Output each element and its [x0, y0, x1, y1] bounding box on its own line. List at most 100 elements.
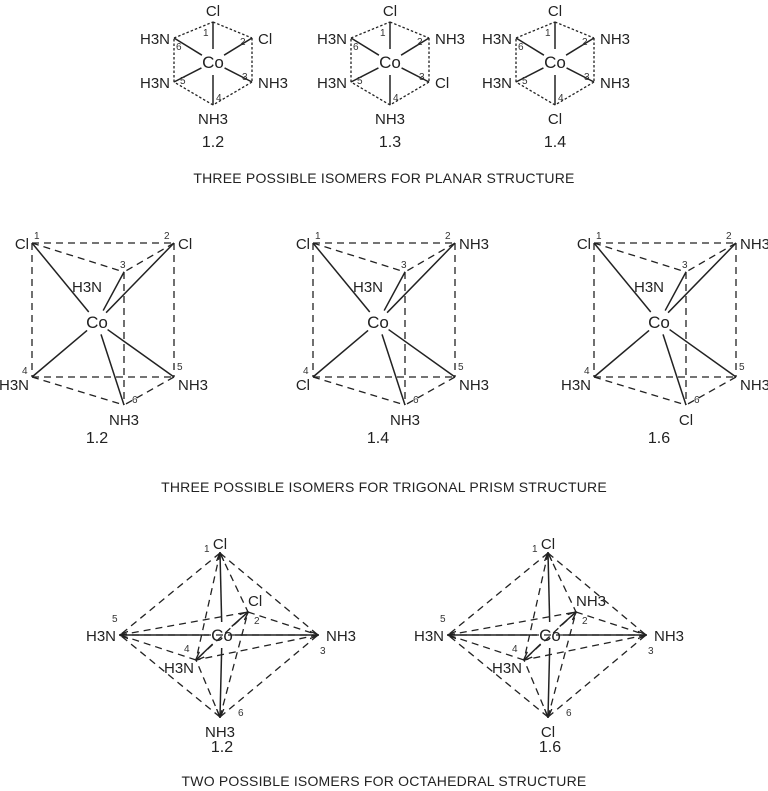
edge-dashed: [575, 611, 647, 636]
isomer-caption: 1.3: [379, 134, 401, 151]
ligand-label-6: NH3: [109, 412, 139, 429]
bond: [173, 37, 203, 56]
ligand-label-2: NH3: [600, 31, 630, 48]
position-number: 1: [203, 28, 209, 39]
position-number: 5: [112, 614, 118, 625]
ligand-label-4: H3N: [561, 377, 591, 394]
position-number: 2: [240, 37, 246, 48]
bond: [224, 67, 253, 83]
ligand-label-3: NH3: [326, 628, 356, 645]
position-number: 1: [204, 544, 210, 555]
ligand-label-5: H3N: [414, 628, 444, 645]
ligand-label-2: Cl: [178, 236, 192, 253]
edge-dashed: [523, 634, 647, 661]
isomer-caption: 1.6: [648, 430, 670, 447]
edge-dashed: [404, 376, 456, 406]
ligand-label-1: Cl: [15, 236, 29, 253]
position-number: 2: [254, 616, 260, 627]
bond: [548, 647, 550, 717]
position-number: 2: [417, 37, 423, 48]
edge-dashed: [404, 242, 456, 273]
edge-dashed: [547, 611, 577, 718]
edge-dotted: [212, 21, 253, 39]
edge-dashed: [119, 552, 221, 636]
position-number: 5: [180, 76, 186, 87]
bond: [107, 328, 175, 378]
edge-dashed: [219, 552, 319, 636]
edge-dashed: [685, 376, 737, 406]
edge-dashed: [31, 376, 125, 406]
edge-dashed: [447, 634, 525, 661]
isomer-caption: 1.6: [539, 739, 561, 756]
bond: [664, 271, 687, 311]
edge-dotted: [554, 81, 595, 106]
ligand-label-5: H3N: [86, 628, 116, 645]
edge-dashed: [547, 552, 577, 613]
bond: [593, 329, 650, 378]
position-number: 3: [682, 260, 688, 271]
ligand-label-2: Cl: [258, 31, 272, 48]
bond: [524, 643, 542, 660]
bond: [102, 271, 125, 311]
edge-dotted: [515, 81, 556, 106]
bond: [350, 37, 380, 56]
position-number: 2: [582, 616, 588, 627]
ligand-label-4: H3N: [492, 660, 522, 677]
edge-dashed: [219, 611, 249, 718]
position-number: 5: [739, 362, 745, 373]
position-number: 1: [380, 28, 386, 39]
edge-dashed: [195, 659, 221, 718]
ligand-label-4: NH3: [198, 111, 228, 128]
isomer-caption: 1.2: [86, 430, 108, 447]
edge-dashed: [447, 552, 549, 636]
bond: [383, 271, 406, 311]
position-number: 5: [177, 362, 183, 373]
position-number: 6: [694, 395, 700, 406]
bond: [400, 37, 430, 56]
edge-dotted: [173, 81, 214, 106]
edge-dashed: [593, 242, 687, 273]
cobalt-center-label: Co: [539, 626, 561, 645]
cobalt-center-label: Co: [86, 313, 108, 332]
isomer-caption: 1.4: [544, 134, 566, 151]
position-number: 3: [648, 646, 654, 657]
isomer-caption: 1.2: [211, 739, 233, 756]
ligand-label-1: Cl: [213, 536, 227, 553]
edge-dashed: [31, 242, 125, 273]
bond: [196, 643, 214, 660]
bond: [667, 242, 737, 314]
bond: [566, 67, 595, 83]
bond: [105, 242, 175, 314]
bond: [312, 242, 371, 313]
edge-dotted: [554, 21, 595, 39]
cobalt-center-label: Co: [544, 53, 566, 72]
bond: [669, 328, 737, 378]
edge-dashed: [123, 242, 175, 273]
edge-dashed: [447, 611, 577, 636]
position-number: 1: [315, 231, 321, 242]
position-number: 6: [566, 708, 572, 719]
edge-dotted: [212, 81, 253, 106]
cobalt-center-label: Co: [648, 313, 670, 332]
isomer-caption: 1.2: [202, 134, 224, 151]
position-number: 1: [34, 231, 40, 242]
bond: [31, 242, 90, 313]
edge-dashed: [219, 634, 319, 718]
ligand-label-1: Cl: [296, 236, 310, 253]
ligand-label-1: Cl: [577, 236, 591, 253]
ligand-label-1: Cl: [383, 3, 397, 20]
position-number: 4: [584, 366, 590, 377]
ligand-label-3: NH3: [600, 75, 630, 92]
bond: [662, 334, 687, 406]
ligand-label-5: NH3: [178, 377, 208, 394]
edge-dashed: [312, 376, 406, 406]
ligand-label-6: NH3: [205, 724, 235, 741]
ligand-label-5: NH3: [459, 377, 489, 394]
ligand-label-2: NH3: [740, 236, 768, 253]
ligand-label-5: H3N: [140, 75, 170, 92]
position-number: 4: [216, 93, 222, 104]
